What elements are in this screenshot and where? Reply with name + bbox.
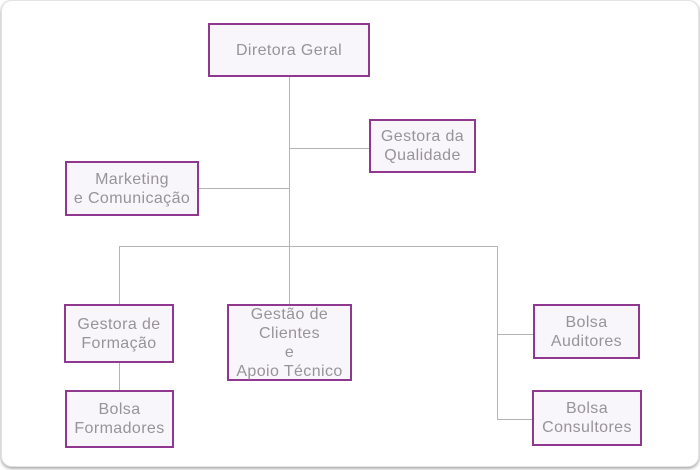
connector-to-marketing — [199, 188, 289, 189]
org-node-bolsa-consultores: Bolsa Consultores — [532, 390, 642, 446]
connector-to-gestao-clientes — [289, 246, 290, 304]
org-node-marketing-comunicacao: Marketing e Comunicação — [65, 161, 199, 216]
org-node-diretora-geral: Diretora Geral — [208, 23, 370, 77]
connector-to-bolsa-consultores — [497, 419, 532, 420]
org-node-bolsa-formadores: Bolsa Formadores — [65, 390, 174, 448]
connector-to-gestora-qualidade — [289, 148, 369, 149]
connector-to-bolsa-auditores — [497, 334, 533, 335]
connector-to-bolsa-formadores — [119, 363, 120, 390]
connector-main-horizontal — [119, 246, 498, 247]
org-node-bolsa-auditores: Bolsa Auditores — [533, 304, 640, 359]
connector-diretora-down — [289, 77, 290, 247]
org-node-gestora-da-qualidade: Gestora da Qualidade — [369, 119, 476, 173]
connector-right-vertical — [497, 246, 498, 419]
org-node-gestao-clientes-apoio: Gestão de Clientes e Apoio Técnico — [227, 304, 352, 381]
connector-to-gestora-formacao — [119, 246, 120, 304]
org-node-gestora-de-formacao: Gestora de Formação — [64, 304, 174, 363]
